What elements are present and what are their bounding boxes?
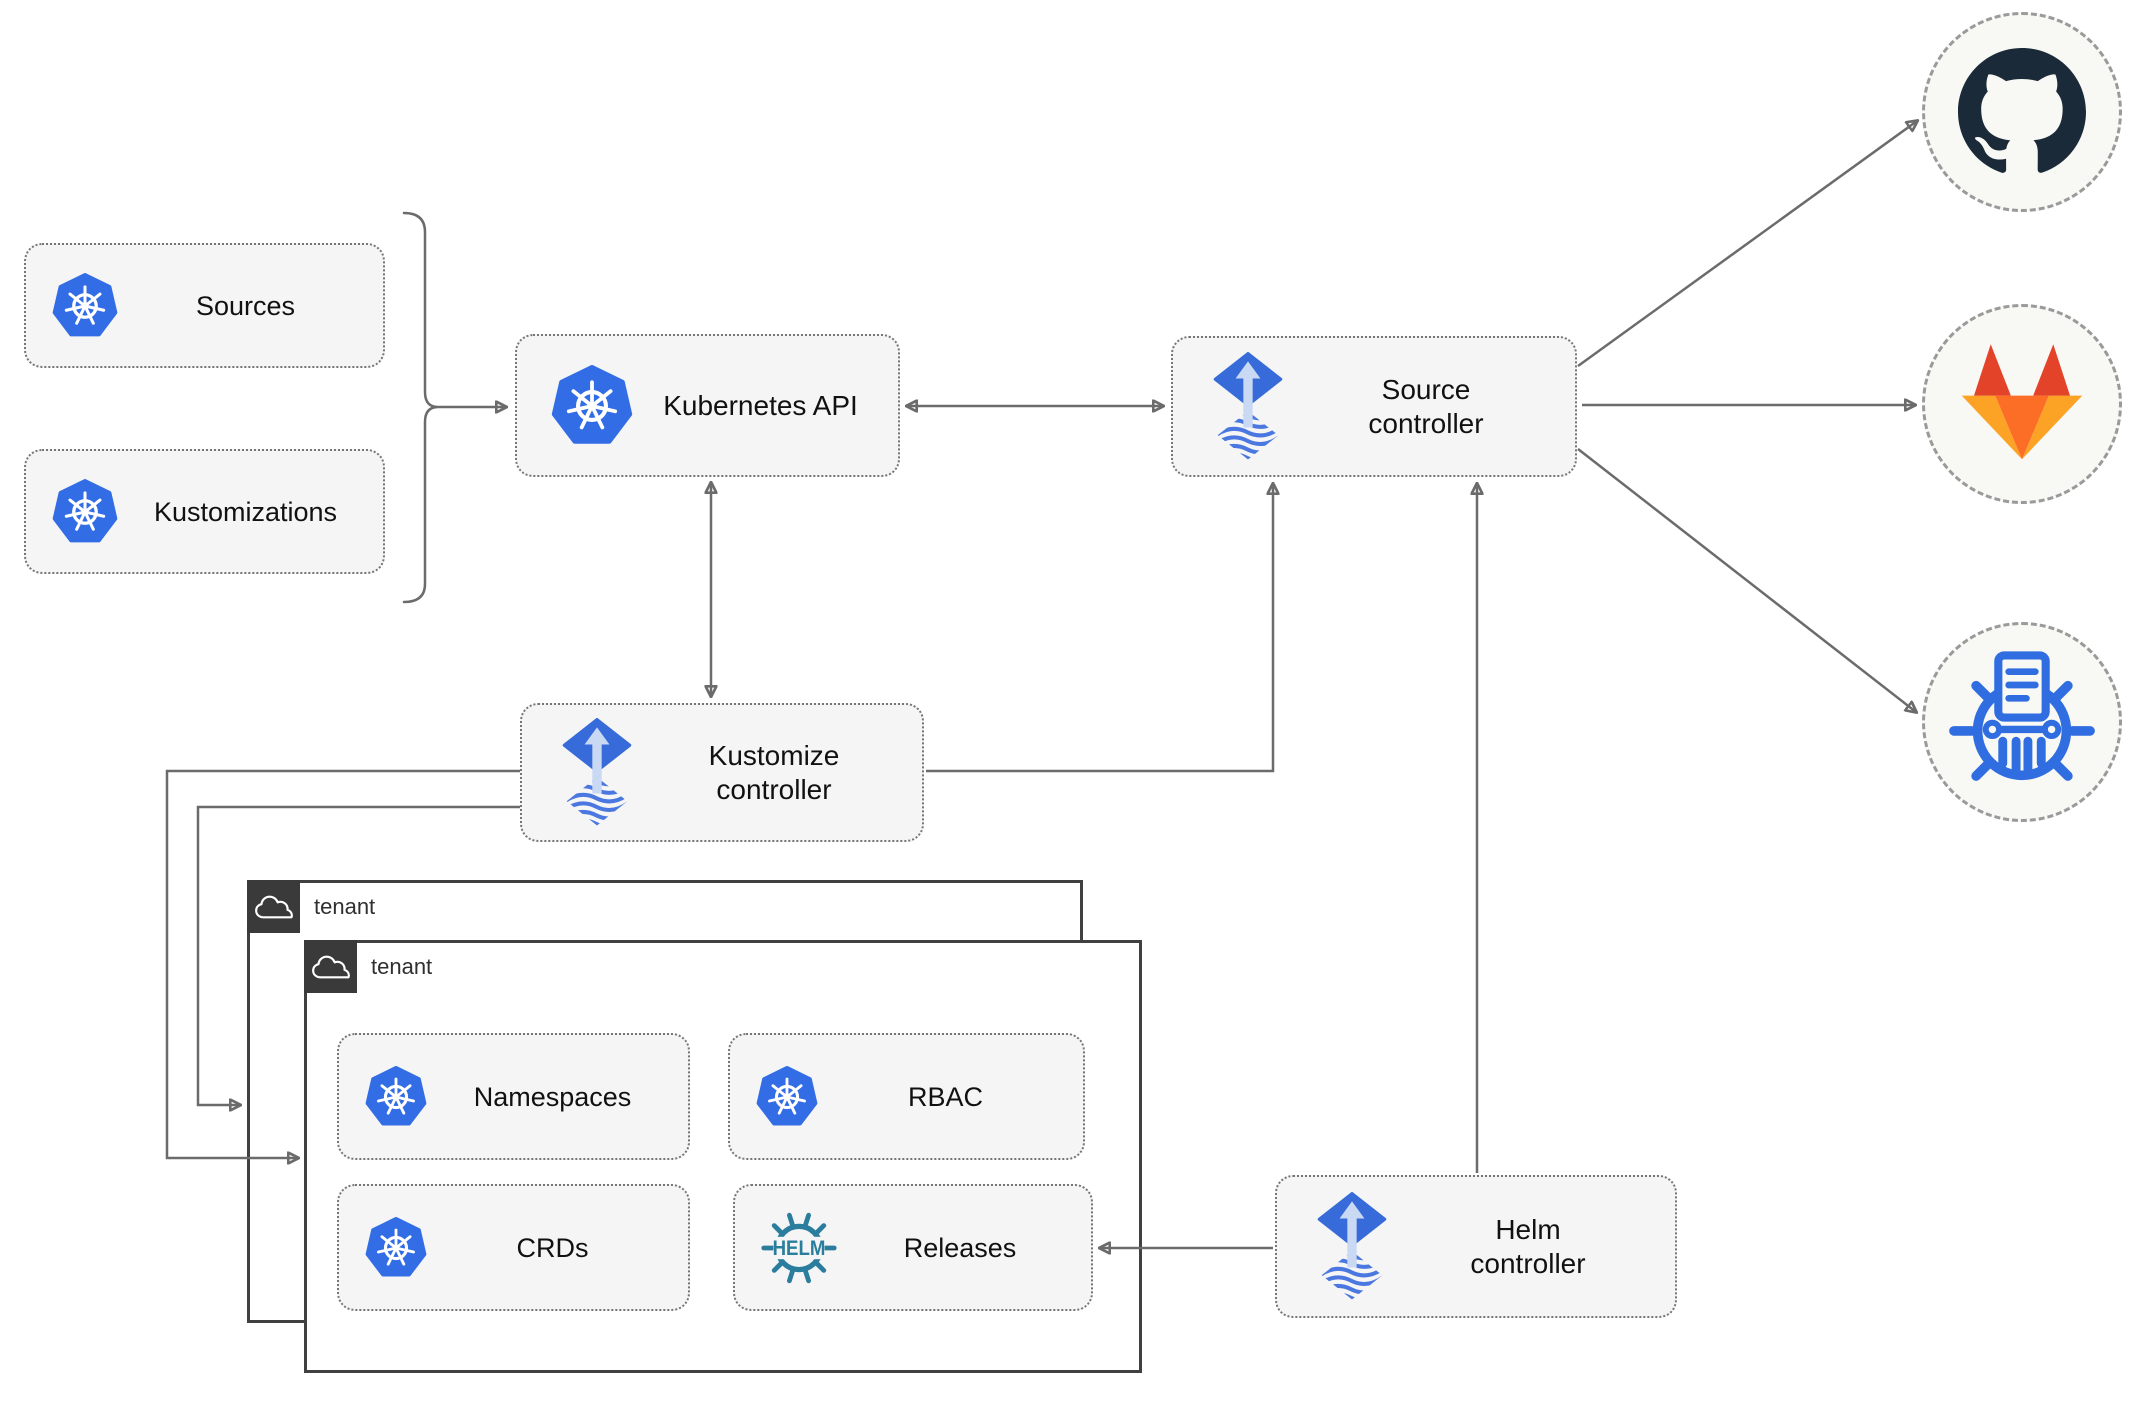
cloud-icon	[311, 955, 350, 978]
flux-icon	[1209, 352, 1287, 461]
flux-icon	[1313, 1192, 1391, 1301]
node-source-controller-label: Source controller	[1368, 373, 1484, 439]
node-kustomizations: Kustomizations	[24, 449, 385, 574]
kubernetes-icon	[756, 1065, 818, 1128]
node-namespaces: Namespaces	[337, 1033, 690, 1160]
node-sources: Sources	[24, 243, 385, 368]
kubernetes-icon	[365, 1216, 427, 1279]
node-sources-label: Sources	[195, 290, 296, 321]
tenant-inner-header	[304, 940, 357, 993]
provider-chartmuseum	[1922, 622, 2122, 822]
helm-icon	[759, 1208, 839, 1288]
node-kustomize-controller: Kustomize controller	[520, 703, 924, 842]
brace-sources-group	[402, 211, 439, 604]
tenant-outer-label: tenant	[314, 894, 376, 919]
flux-icon	[558, 718, 636, 827]
node-kubernetes-api-label: Kubernetes API	[663, 389, 858, 421]
kubernetes-icon	[52, 478, 118, 545]
node-rbac: RBAC	[728, 1033, 1085, 1160]
node-kubernetes-api: Kubernetes API	[515, 334, 900, 477]
edge-kustomize-controller-to-source-controller	[926, 484, 1273, 773]
node-releases-label: Releases	[903, 1232, 1017, 1263]
gitlab-icon	[1961, 343, 2083, 459]
node-helm-controller-label: Helm controller	[1470, 1213, 1586, 1279]
node-releases: Releases	[733, 1184, 1093, 1311]
kubernetes-icon	[52, 272, 118, 339]
cloud-icon	[254, 895, 293, 918]
node-kustomizations-label: Kustomizations	[153, 496, 338, 527]
chartmuseum-icon	[1948, 648, 2096, 796]
github-icon	[1958, 48, 2086, 173]
provider-github	[1922, 12, 2122, 212]
node-namespaces-label: Namespaces	[473, 1081, 632, 1112]
tenant-inner-label: tenant	[371, 954, 433, 979]
provider-gitlab	[1922, 304, 2122, 504]
kubernetes-icon	[551, 365, 633, 447]
node-source-controller: Source controller	[1171, 336, 1577, 477]
tenant-outer-header	[247, 880, 300, 933]
edge-source-controller-to-chartmuseum	[1577, 448, 1916, 712]
node-crds-label: CRDs	[516, 1232, 589, 1263]
edge-source-controller-to-github	[1577, 121, 1917, 368]
node-helm-controller: Helm controller	[1275, 1175, 1677, 1318]
node-rbac-label: RBAC	[907, 1081, 983, 1112]
node-kustomize-controller-label: Kustomize controller	[708, 739, 840, 805]
node-crds: CRDs	[337, 1184, 690, 1311]
kubernetes-icon	[365, 1065, 427, 1128]
